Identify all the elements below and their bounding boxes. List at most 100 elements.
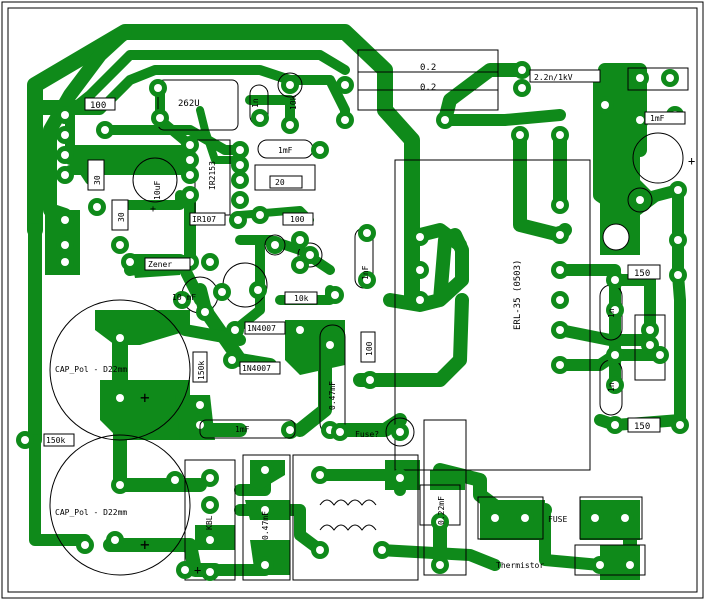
drill-hole xyxy=(363,276,371,284)
drill-hole xyxy=(261,466,269,474)
drill-hole xyxy=(206,536,214,544)
drill-hole xyxy=(556,201,564,209)
drill-hole xyxy=(186,171,194,179)
drill-hole xyxy=(254,286,262,294)
drill-hole xyxy=(441,116,449,124)
drill-hole xyxy=(621,514,629,522)
drill-hole xyxy=(518,84,526,92)
drill-hole xyxy=(201,308,209,316)
drill-hole xyxy=(256,114,264,122)
drill-hole xyxy=(601,101,609,109)
drill-hole xyxy=(228,356,236,364)
drill-hole xyxy=(436,518,444,526)
drill-hole xyxy=(556,266,564,274)
drill-hole xyxy=(316,546,324,554)
label-r30a: 30 xyxy=(93,175,102,185)
drill-hole xyxy=(61,258,69,266)
drill-hole xyxy=(271,241,279,249)
drill-hole xyxy=(236,161,244,169)
drill-hole xyxy=(234,216,242,224)
mounting-hole xyxy=(602,223,630,251)
label-ir107: IR107 xyxy=(192,215,216,224)
drill-hole xyxy=(416,233,424,241)
drill-hole xyxy=(206,568,214,576)
drill-hole xyxy=(396,428,404,436)
drill-hole xyxy=(261,506,269,514)
drill-hole xyxy=(116,394,124,402)
drill-hole xyxy=(611,351,619,359)
drill-hole xyxy=(116,241,124,249)
drill-hole xyxy=(611,306,619,314)
drill-hole xyxy=(636,116,644,124)
drill-hole xyxy=(296,326,304,334)
drill-hole xyxy=(81,541,89,549)
drill-hole xyxy=(154,84,162,92)
label-shunt-2: 0.2 xyxy=(420,83,436,93)
drill-hole xyxy=(416,296,424,304)
label-cap-pol-1: CAP_Pol - D22mm xyxy=(55,365,127,374)
label-cap-pol-2: CAP_Pol - D22mm xyxy=(55,508,127,517)
label-d4007b: 1N4007 xyxy=(242,364,271,373)
drill-hole xyxy=(366,376,374,384)
drill-hole xyxy=(286,426,294,434)
drill-hole xyxy=(206,501,214,509)
drill-hole xyxy=(231,326,239,334)
drill-hole xyxy=(556,361,564,369)
label-d4007a: 1N4007 xyxy=(247,324,276,333)
drill-hole xyxy=(674,236,682,244)
drill-hole xyxy=(61,171,69,179)
drill-hole xyxy=(636,196,644,204)
drill-hole xyxy=(111,536,119,544)
drill-hole xyxy=(256,211,264,219)
pads xyxy=(16,61,689,581)
label-r100-mid: 100 xyxy=(290,215,305,224)
drill-hole xyxy=(336,428,344,436)
drill-hole xyxy=(556,326,564,334)
drill-hole xyxy=(436,561,444,569)
label-fuse-r: Fuse? xyxy=(355,430,379,439)
drill-hole xyxy=(206,474,214,482)
label-cap-1n-a: 1n xyxy=(607,308,616,318)
drill-hole xyxy=(491,514,499,522)
drill-hole xyxy=(416,266,424,274)
drill-hole xyxy=(101,126,109,134)
drill-hole xyxy=(666,74,674,82)
drill-hole xyxy=(316,146,324,154)
label-thermistor: Thermistor xyxy=(496,561,544,570)
drill-hole xyxy=(591,514,599,522)
drill-hole xyxy=(316,471,324,479)
plus-icon: + xyxy=(150,204,156,215)
drill-hole xyxy=(676,421,684,429)
drill-hole xyxy=(261,561,269,569)
drill-hole xyxy=(61,111,69,119)
label-r30b: 30 xyxy=(117,212,126,222)
drill-hole xyxy=(126,258,134,266)
label-cap-1nf: 1nF xyxy=(361,265,370,280)
label-cap-1n-mid: 1mF xyxy=(278,146,293,155)
label-r10k-mid: 10k xyxy=(294,294,309,303)
drill-hole xyxy=(596,561,604,569)
drill-hole xyxy=(306,251,314,259)
drill-hole xyxy=(331,291,339,299)
drill-hole xyxy=(556,231,564,239)
drill-hole xyxy=(21,436,29,444)
labels: 100 262U 1n 10k 0.2 0.2 2.2n/1kV 1mF 30 … xyxy=(43,63,686,570)
drill-hole xyxy=(186,156,194,164)
drill-hole xyxy=(196,401,204,409)
label-cap-1mf-low: 1mF xyxy=(235,425,250,434)
drill-hole xyxy=(611,276,619,284)
drill-hole xyxy=(61,216,69,224)
drill-hole xyxy=(636,74,644,82)
label-zener: Zener xyxy=(148,260,172,269)
polarity-markers: + + + + + xyxy=(140,154,695,577)
plus-icon: + xyxy=(688,154,695,168)
drill-hole xyxy=(296,261,304,269)
drill-hole xyxy=(396,474,404,482)
label-r150-right-top: 150 xyxy=(634,269,650,279)
plus-icon: + xyxy=(140,535,150,554)
drill-hole xyxy=(61,241,69,249)
label-cap-022: 0.22mF xyxy=(437,496,446,525)
